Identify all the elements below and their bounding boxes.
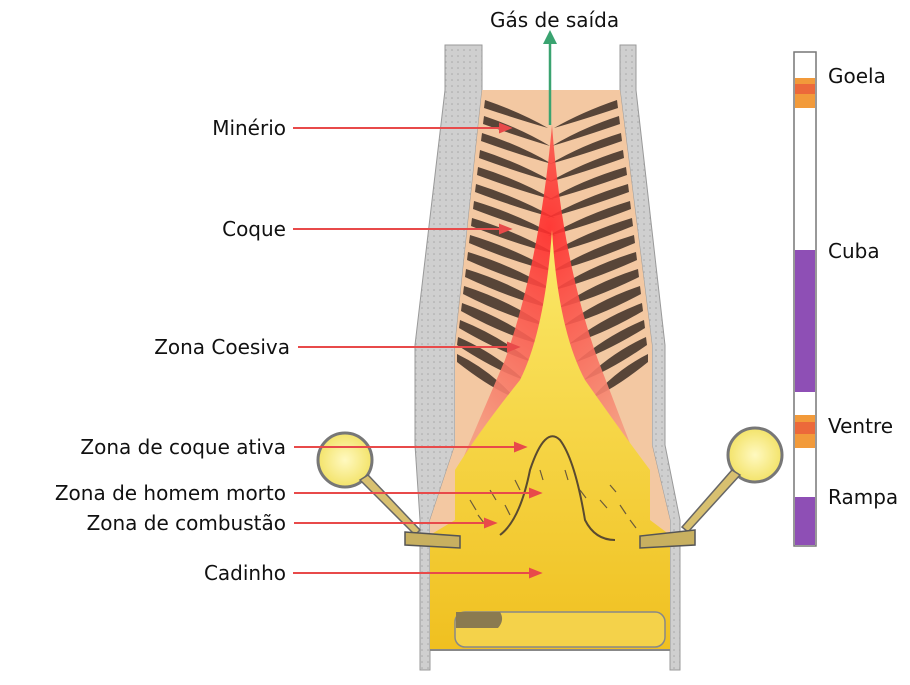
- label-minerio: Minério: [212, 116, 286, 140]
- scale-rampa-band: [795, 497, 815, 545]
- label-cadinho: Cadinho: [204, 561, 286, 585]
- label-zona-coesiva: Zona Coesiva: [154, 335, 290, 359]
- zone-scale-bar: [794, 52, 816, 546]
- label-zona-combustao: Zona de combustão: [87, 511, 286, 535]
- label-coque: Coque: [222, 217, 286, 241]
- gas-arrow-head: [543, 30, 557, 44]
- scale-cuba-band: [795, 250, 815, 392]
- scale-label-rampa: Rampa: [828, 485, 898, 509]
- scale-label-ventre: Ventre: [828, 414, 893, 438]
- scale-label-cuba: Cuba: [828, 239, 880, 263]
- tap-hole: [456, 612, 502, 628]
- label-zona-homem-morto: Zona de homem morto: [55, 481, 286, 505]
- gas-outlet-label: Gás de saída: [490, 8, 619, 32]
- scale-label-goela: Goela: [828, 64, 886, 88]
- label-zona-coque-ativa: Zona de coque ativa: [80, 435, 286, 459]
